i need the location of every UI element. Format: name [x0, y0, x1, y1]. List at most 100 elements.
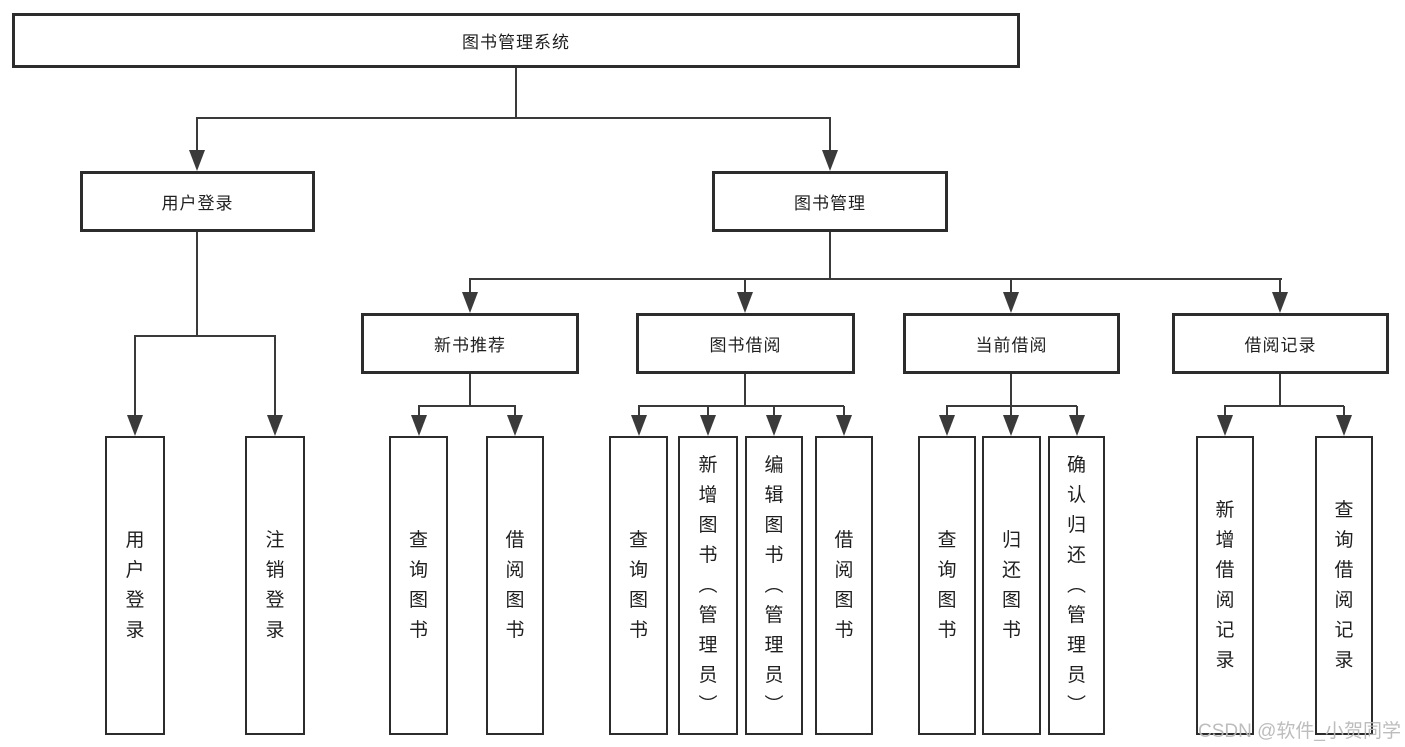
leaf-label-char: 员	[698, 664, 718, 686]
arrow-down-icon	[700, 415, 716, 436]
leaf-label-char: 理	[764, 634, 784, 656]
leaf-label-char: 图	[937, 589, 957, 611]
leaf-label-char: 归	[1066, 514, 1086, 536]
connector-line	[134, 335, 276, 337]
connector-line	[1010, 374, 1012, 406]
node-label: 用户登录	[161, 194, 234, 213]
arrow-down-icon	[462, 292, 478, 313]
arrow-down-icon	[1272, 292, 1288, 313]
node-book-borrow: 图书借阅	[636, 313, 855, 374]
node-current-borrow: 当前借阅	[903, 313, 1120, 374]
leaf-label-char: 询	[628, 559, 648, 581]
node-label: 新书推荐	[434, 336, 506, 355]
arrow-down-icon	[631, 415, 647, 436]
node-root-system: 图书管理系统	[12, 13, 1020, 68]
leaf-label-char: ︵	[764, 574, 784, 596]
connector-line	[418, 406, 420, 417]
connector-line	[469, 374, 471, 406]
connector-line	[829, 118, 831, 152]
arrow-down-icon	[507, 415, 523, 436]
node-label: 图书管理	[794, 194, 866, 213]
leaf-label-char: 还	[1066, 544, 1086, 566]
leaf-label-char: 阅	[834, 559, 854, 581]
arrow-down-icon	[822, 150, 838, 171]
leaf-label-char: 记	[1215, 619, 1235, 641]
leaf-label-char: 查	[1334, 499, 1354, 521]
leaf-query-books-current: 查询图书	[918, 436, 976, 735]
arrow-down-icon	[1336, 415, 1352, 436]
arrow-down-icon	[267, 415, 283, 436]
leaf-label-char: 编	[764, 454, 784, 476]
arrow-down-icon	[939, 415, 955, 436]
connector-line	[707, 406, 709, 417]
connector-line	[418, 405, 516, 407]
connector-line	[843, 406, 845, 417]
leaf-label-char: 书	[937, 619, 957, 641]
leaf-label-char: 录	[265, 619, 285, 641]
arrow-down-icon	[1003, 415, 1019, 436]
node-borrow-records: 借阅记录	[1172, 313, 1389, 374]
connector-line	[515, 68, 517, 118]
connector-line	[1279, 279, 1281, 293]
leaf-label-char: 管	[764, 604, 784, 626]
connector-line	[744, 374, 746, 406]
arrow-down-icon	[1003, 292, 1019, 313]
connector-line	[469, 279, 471, 293]
arrow-down-icon	[737, 292, 753, 313]
leaf-label-char: 辑	[764, 484, 784, 506]
connector-line	[514, 406, 516, 417]
leaf-label-char: 借	[1334, 559, 1354, 581]
leaf-label-char: 还	[1001, 559, 1021, 581]
leaf-label-char: 图	[505, 589, 525, 611]
leaf-label-char: 户	[125, 559, 145, 581]
connector-line	[469, 278, 1282, 280]
leaf-label-char: ︶	[698, 694, 718, 716]
node-new-book-recommend: 新书推荐	[361, 313, 579, 374]
leaf-label-char: 查	[628, 529, 648, 551]
node-label: 当前借阅	[975, 336, 1048, 355]
connector-line	[1279, 374, 1281, 406]
leaf-label-char: 理	[698, 634, 718, 656]
leaf-logout: 注销登录	[245, 436, 305, 735]
leaf-add-borrow-record: 新增借阅记录	[1196, 436, 1254, 735]
connector-line	[196, 117, 831, 119]
leaf-label-char: 归	[1001, 529, 1021, 551]
connector-line	[744, 279, 746, 293]
leaf-label-char: 阅	[505, 559, 525, 581]
leaf-label-char: 查	[408, 529, 428, 551]
connector-line	[946, 406, 948, 417]
connector-line	[638, 406, 640, 417]
leaf-label-char: 图	[834, 589, 854, 611]
leaf-label-char: 增	[1215, 529, 1235, 551]
connector-line	[274, 336, 276, 416]
leaf-label-char: 销	[265, 559, 285, 581]
leaf-label-char: 询	[1334, 529, 1354, 551]
leaf-label-char: 图	[698, 514, 718, 536]
leaf-label-char: 书	[505, 619, 525, 641]
arrow-down-icon	[189, 150, 205, 171]
leaf-label-char: 书	[698, 544, 718, 566]
leaf-label-char: 登	[125, 589, 145, 611]
leaf-borrow-books: 借阅图书	[815, 436, 873, 735]
leaf-label-char: 查	[937, 529, 957, 551]
leaf-label-char: 录	[125, 619, 145, 641]
leaf-label-char: 图	[408, 589, 428, 611]
leaf-label-char: 理	[1066, 634, 1086, 656]
leaf-label-char: 新	[698, 454, 718, 476]
connector-line	[773, 406, 775, 417]
leaf-label-char: 管	[1066, 604, 1086, 626]
leaf-label-char: 员	[1066, 664, 1086, 686]
leaf-label-char: 借	[834, 529, 854, 551]
arrow-down-icon	[411, 415, 427, 436]
connector-line	[1010, 279, 1012, 293]
leaf-confirm-return-admin: 确认归还︵管理员︶	[1048, 436, 1105, 735]
leaf-label-char: 增	[698, 484, 718, 506]
arrow-down-icon	[1069, 415, 1085, 436]
leaf-label-char: 询	[408, 559, 428, 581]
leaf-label-char: 借	[505, 529, 525, 551]
connector-line	[1010, 406, 1012, 417]
leaf-label-char: 新	[1215, 499, 1235, 521]
leaf-label-char: 注	[265, 529, 285, 551]
leaf-label-char: 书	[628, 619, 648, 641]
node-label: 图书借阅	[709, 336, 782, 355]
